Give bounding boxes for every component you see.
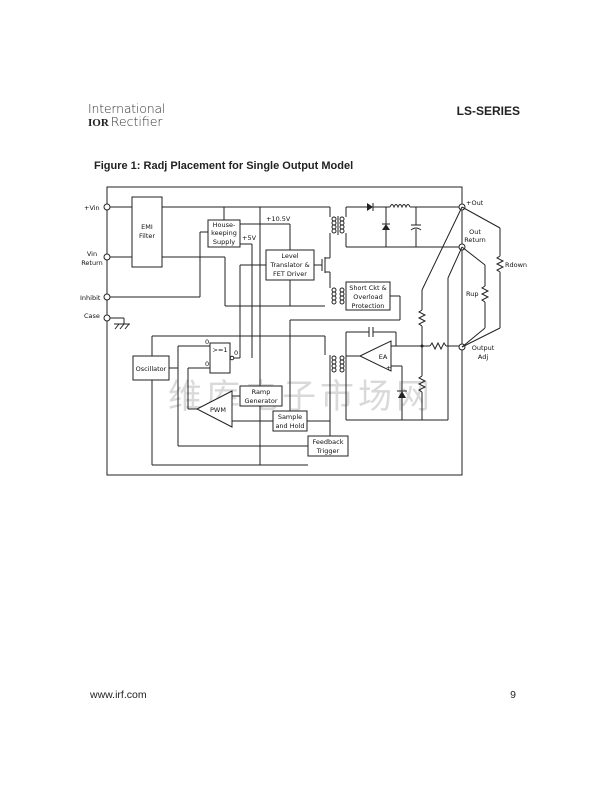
out-return-label-1: Out bbox=[469, 228, 481, 236]
oscillator-label: Oscillator bbox=[136, 365, 167, 373]
series-title: LS-SERIES bbox=[456, 104, 520, 118]
ramp-generator-block bbox=[239, 385, 283, 407]
rdown-label: Rdown bbox=[505, 261, 527, 269]
sample-hold-label-2: and Hold bbox=[275, 422, 304, 430]
feedback-label-1: Feedback bbox=[313, 438, 344, 446]
out-return-label-2: Return bbox=[464, 236, 486, 244]
ramp-label-1: Ramp bbox=[252, 388, 271, 396]
or-input-b-label: 0 bbox=[205, 360, 209, 368]
short-ckt-label-1: Short Ckt & bbox=[349, 284, 387, 292]
power-transformer-icon bbox=[331, 216, 345, 235]
divider-lower-resistor-icon bbox=[417, 375, 427, 393]
emi-filter-block bbox=[131, 196, 163, 268]
feedback-trigger-block bbox=[307, 435, 349, 457]
rup-label: Rup bbox=[466, 290, 478, 298]
inductor-icon bbox=[389, 204, 411, 209]
pwm-label: PWM bbox=[210, 406, 226, 414]
output-adj-label-2: Adj bbox=[478, 353, 488, 361]
divider-upper-resistor-icon bbox=[417, 309, 427, 327]
short-circuit-protection-block bbox=[345, 281, 391, 311]
logo-line-1: International bbox=[88, 101, 166, 116]
output-adj-label-1: Output bbox=[472, 344, 495, 352]
level-label-3: FET Driver bbox=[273, 270, 307, 278]
zener-reference-icon bbox=[398, 391, 406, 398]
ea-plus-label: + bbox=[386, 364, 391, 372]
rectifier-diode-icon bbox=[367, 203, 373, 211]
level-label-2: Translator & bbox=[269, 261, 309, 269]
short-ckt-label-3: Protection bbox=[352, 302, 385, 310]
module-outline bbox=[106, 186, 463, 476]
ea-label: EA bbox=[379, 353, 388, 361]
plus-vin-label: +Vin bbox=[84, 204, 100, 212]
rail-10v5-label: +10.5V bbox=[266, 215, 291, 223]
freewheel-diode-icon bbox=[382, 224, 390, 230]
feedback-label-2: Trigger bbox=[316, 447, 340, 455]
or-gate-label: >=1 bbox=[212, 346, 227, 354]
housekeeping-supply-block bbox=[207, 219, 241, 248]
plus-out-label: +Out bbox=[466, 199, 484, 207]
page-number: 9 bbox=[510, 689, 516, 701]
adj-series-resistor-icon bbox=[429, 341, 447, 351]
housekeeping-label-3: Supply bbox=[213, 238, 235, 246]
emi-label: EMI bbox=[141, 223, 153, 231]
vin-return-label-2: Return bbox=[81, 259, 103, 267]
case-label: Case bbox=[84, 312, 100, 320]
error-amplifier bbox=[358, 340, 392, 372]
or-input-a-label: 0 bbox=[205, 338, 209, 346]
or-output-label: 0 bbox=[234, 349, 238, 357]
inhibit-terminal bbox=[103, 293, 111, 301]
rup-resistor-icon bbox=[480, 285, 490, 303]
vin-return-terminal bbox=[103, 253, 111, 261]
housekeeping-label-1: House- bbox=[213, 221, 236, 229]
sample-hold-label-1: Sample bbox=[278, 413, 302, 421]
vin-return-label-1: Vin bbox=[87, 250, 97, 258]
filter-label: Filter bbox=[139, 232, 155, 240]
ramp-label-2: Generator bbox=[244, 397, 277, 405]
current-sense-transformer-icon bbox=[331, 287, 345, 305]
housekeeping-label-2: keeping bbox=[211, 229, 237, 237]
ior-logo-mark: IOR bbox=[88, 117, 109, 129]
rail-5v-label: +5V bbox=[242, 234, 257, 242]
short-ckt-label-2: Overload bbox=[353, 293, 383, 301]
logo-line-2: Rectifier bbox=[110, 114, 163, 129]
figure-title: Figure 1: Radj Placement for Single Outp… bbox=[94, 160, 354, 172]
pwm-comparator bbox=[195, 390, 233, 428]
level-label-1: Level bbox=[281, 252, 298, 260]
inhibit-label: Inhibit bbox=[80, 294, 101, 302]
case-terminal bbox=[103, 314, 111, 322]
feedback-transformer-icon bbox=[331, 355, 345, 373]
rdown-resistor-icon bbox=[495, 255, 505, 273]
footer-url: www.irf.com bbox=[90, 689, 147, 701]
plus-vin-terminal bbox=[103, 203, 111, 211]
inverter-bubble-icon bbox=[229, 355, 235, 361]
